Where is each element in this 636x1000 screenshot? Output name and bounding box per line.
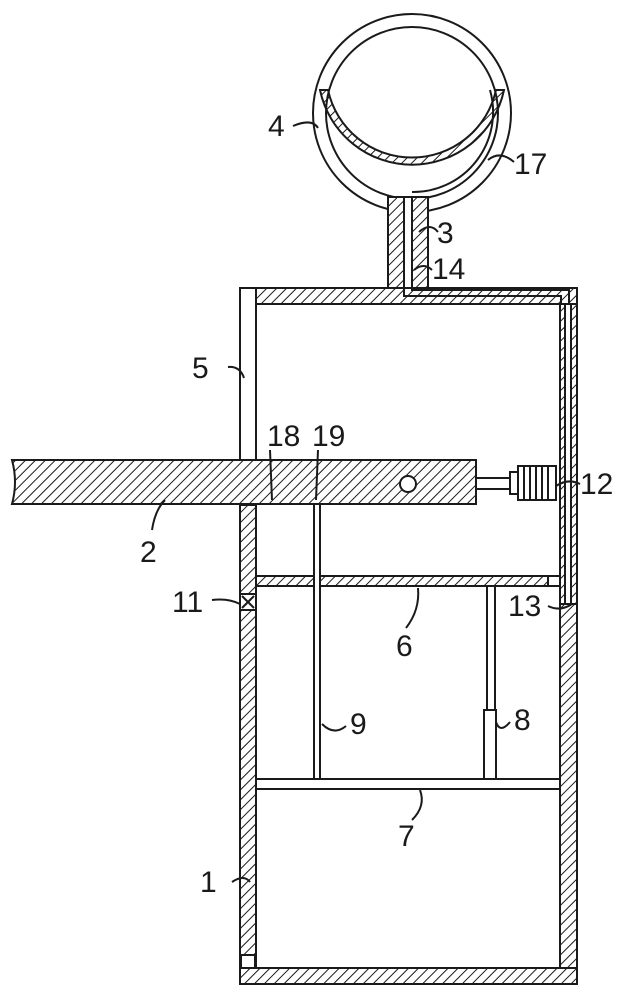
housing-right-wall-lower xyxy=(559,603,578,984)
label-14: 14 xyxy=(432,253,465,286)
label-13: 13 xyxy=(508,590,541,623)
neck-column-3 xyxy=(387,196,429,291)
label-18: 18 xyxy=(267,420,300,453)
column-8 xyxy=(483,585,497,781)
label-17: 17 xyxy=(514,148,547,181)
housing-left-wall xyxy=(239,504,257,984)
rod-2 xyxy=(10,459,477,505)
housing-bottom-wall xyxy=(239,967,578,985)
label-3: 3 xyxy=(437,217,454,250)
leader-lines xyxy=(151,121,581,883)
plate-6-gap xyxy=(547,575,561,587)
label-9: 9 xyxy=(350,708,367,741)
channel-14 xyxy=(403,288,570,604)
plate-6 xyxy=(255,575,561,587)
valve-11 xyxy=(239,593,257,611)
label-12: 12 xyxy=(580,468,613,501)
label-6: 6 xyxy=(396,630,413,663)
label-19: 19 xyxy=(312,420,345,453)
label-4: 4 xyxy=(268,110,285,143)
label-5: 5 xyxy=(192,352,209,385)
label-7: 7 xyxy=(398,820,415,853)
channel-inner xyxy=(564,303,572,605)
label-11: 11 xyxy=(172,586,203,619)
label-1: 1 xyxy=(200,866,217,899)
rod-9 xyxy=(313,503,321,781)
housing-corner xyxy=(240,954,256,969)
label-8: 8 xyxy=(514,704,531,737)
ring-4 xyxy=(312,13,512,213)
label-2: 2 xyxy=(140,536,157,569)
motor-12 xyxy=(475,465,557,501)
pipe-17 xyxy=(411,89,495,194)
plate-7 xyxy=(255,778,561,790)
